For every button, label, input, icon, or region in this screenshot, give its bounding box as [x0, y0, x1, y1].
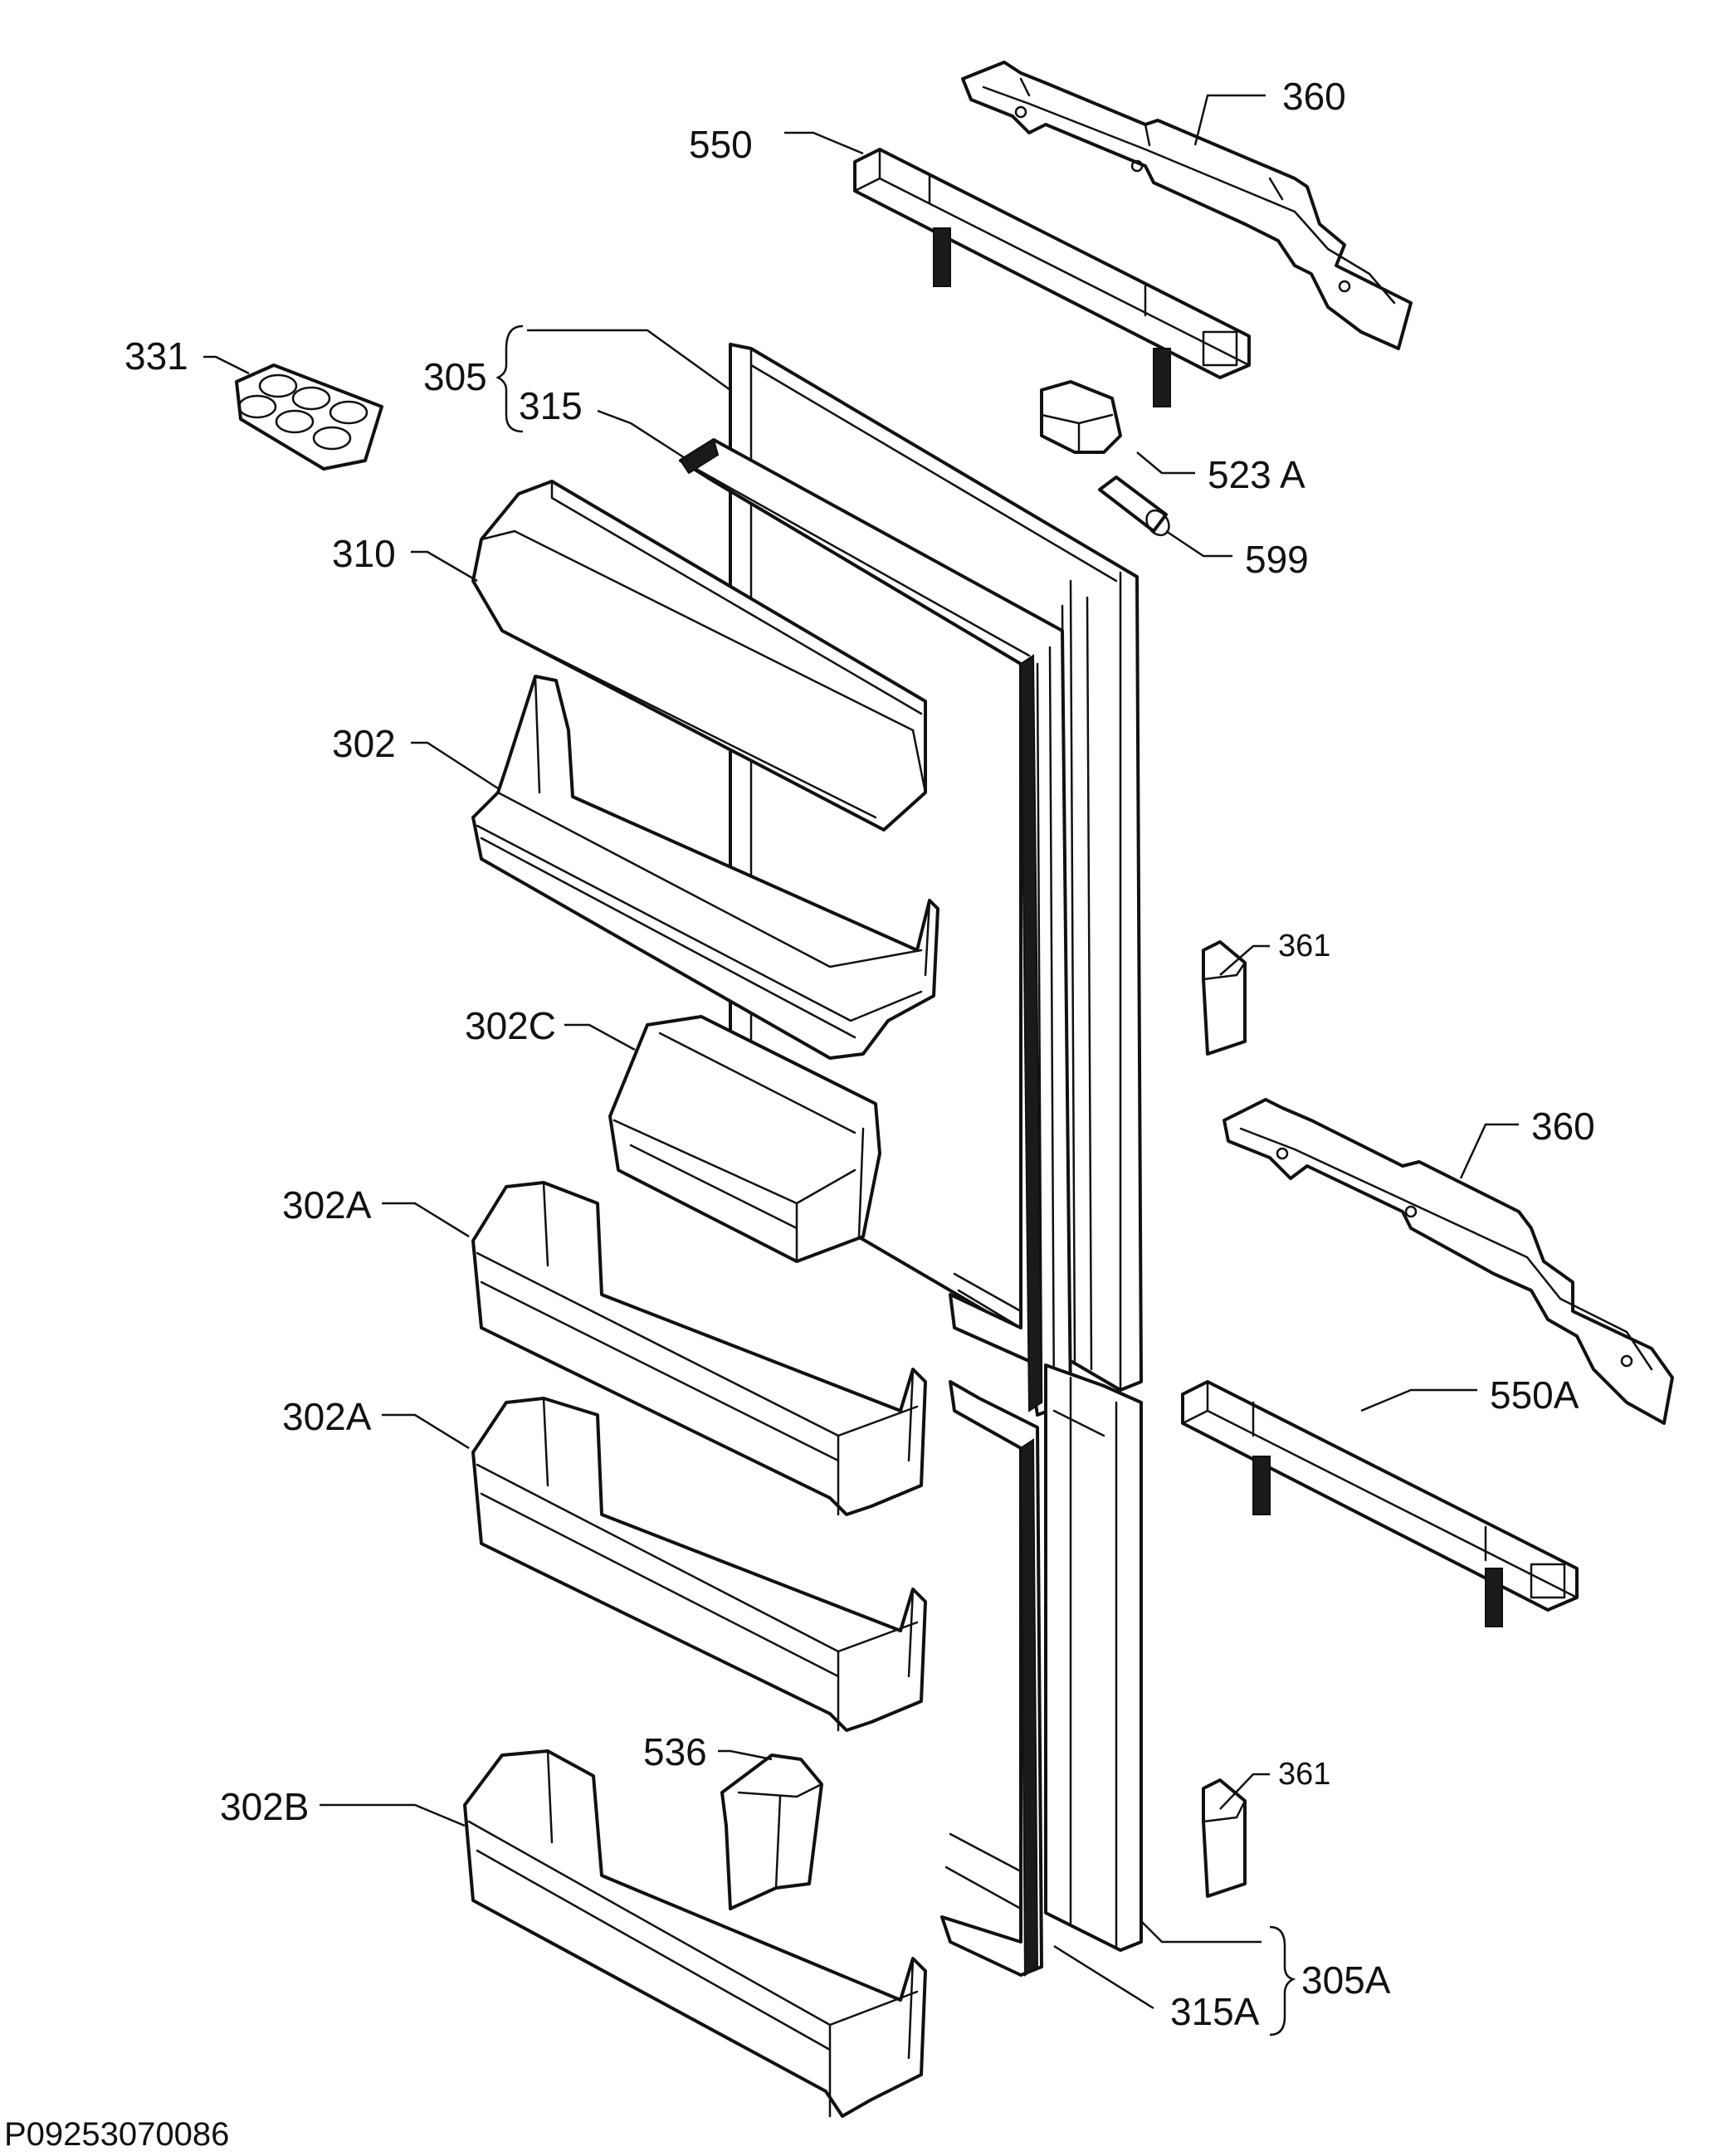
- brace-305-315: [495, 324, 524, 433]
- callout-536: 536: [643, 1730, 707, 1773]
- part-302b-bottom-door-shelf[interactable]: [463, 1749, 927, 2118]
- callout-361-bot: 361: [1278, 1757, 1330, 1792]
- callout-550: 550: [689, 123, 753, 166]
- callout-labels: 360 550 331 305 315 523 A 599 310 302 36…: [124, 75, 1595, 2033]
- callout-302c: 302C: [465, 1004, 556, 1047]
- callout-315: 315: [519, 384, 583, 427]
- part-599-hinge-pin[interactable]: [1098, 476, 1174, 539]
- part-315-upper-door-gasket[interactable]: [679, 438, 1072, 1417]
- leader-305: [527, 329, 731, 392]
- brace-305a-315a: [1269, 1925, 1296, 2036]
- leader-302c: [564, 1023, 636, 1051]
- leader-lines: [203, 94, 1519, 2010]
- leader-360-top: [1193, 94, 1266, 146]
- callout-305: 305: [423, 355, 487, 398]
- callout-599: 599: [1245, 538, 1309, 581]
- leader-302a-2: [382, 1413, 470, 1450]
- part-550a-screw-right: [1485, 1568, 1503, 1627]
- part-550-top-screw-left: [933, 227, 951, 287]
- part-361-top-clip[interactable]: [1202, 940, 1247, 1056]
- part-361-bottom-clip[interactable]: [1202, 1778, 1247, 1898]
- callout-360-top: 360: [1282, 75, 1346, 118]
- part-360-top-hinge-bracket[interactable]: [961, 61, 1413, 350]
- part-331-egg-tray[interactable]: [235, 363, 383, 471]
- callout-305a: 305A: [1301, 1958, 1391, 2002]
- drawing-code: P09253070086: [4, 2116, 229, 2153]
- leader-536: [718, 1749, 773, 1761]
- part-302a-door-shelf-lower[interactable]: [471, 1397, 927, 1732]
- leader-599: [1165, 529, 1232, 558]
- leader-331: [203, 355, 250, 375]
- part-302a-door-shelf-upper[interactable]: [471, 1181, 927, 1516]
- leader-361-bot: [1219, 1773, 1270, 1810]
- part-536-bottle-stopper[interactable]: [720, 1754, 823, 1910]
- part-523a-hinge-cover[interactable]: [1040, 380, 1122, 454]
- leader-523a: [1136, 451, 1195, 475]
- leader-310: [411, 550, 478, 583]
- callout-302a-2: 302A: [282, 1395, 372, 1438]
- callout-361-top: 361: [1278, 929, 1330, 963]
- part-360-middle-hinge-bracket[interactable]: [1223, 1098, 1674, 1425]
- part-550a-lower-handle-bar[interactable]: [1181, 1380, 1579, 1627]
- part-305-gasket-notch-lines: [953, 1272, 1022, 1329]
- callout-315a: 315A: [1170, 1990, 1260, 2033]
- leader-302a-1: [382, 1202, 470, 1238]
- callout-360-mid: 360: [1531, 1105, 1595, 1148]
- leader-315a: [1053, 1944, 1154, 2010]
- part-302-door-shelf[interactable]: [471, 675, 939, 1060]
- leader-315: [597, 409, 690, 462]
- part-550-top-handle-bar[interactable]: [853, 148, 1251, 407]
- callout-302a-1: 302A: [282, 1183, 372, 1227]
- part-315a-lower-door-gasket[interactable]: [940, 1380, 1043, 1977]
- leader-360-mid: [1459, 1123, 1519, 1179]
- callout-302b: 302B: [220, 1785, 309, 1828]
- leader-302: [411, 741, 499, 790]
- callout-302: 302: [332, 722, 396, 765]
- callout-331: 331: [124, 334, 188, 378]
- callout-550a: 550A: [1490, 1373, 1579, 1417]
- leader-302b: [320, 1803, 466, 1827]
- part-305a-lower-door-frame[interactable]: [1044, 1363, 1143, 1952]
- part-310-dairy-compartment[interactable]: [471, 480, 927, 832]
- part-550a-screw-left: [1252, 1456, 1271, 1515]
- leader-361-top: [1219, 944, 1270, 976]
- leader-550a: [1360, 1388, 1477, 1412]
- part-550-top-screw-right: [1153, 348, 1171, 407]
- leader-550: [784, 131, 864, 155]
- part-302c-small-door-shelf[interactable]: [608, 1015, 881, 1263]
- callout-310: 310: [332, 532, 396, 575]
- callout-523a: 523 A: [1208, 453, 1305, 496]
- leader-305a: [1140, 1920, 1262, 1944]
